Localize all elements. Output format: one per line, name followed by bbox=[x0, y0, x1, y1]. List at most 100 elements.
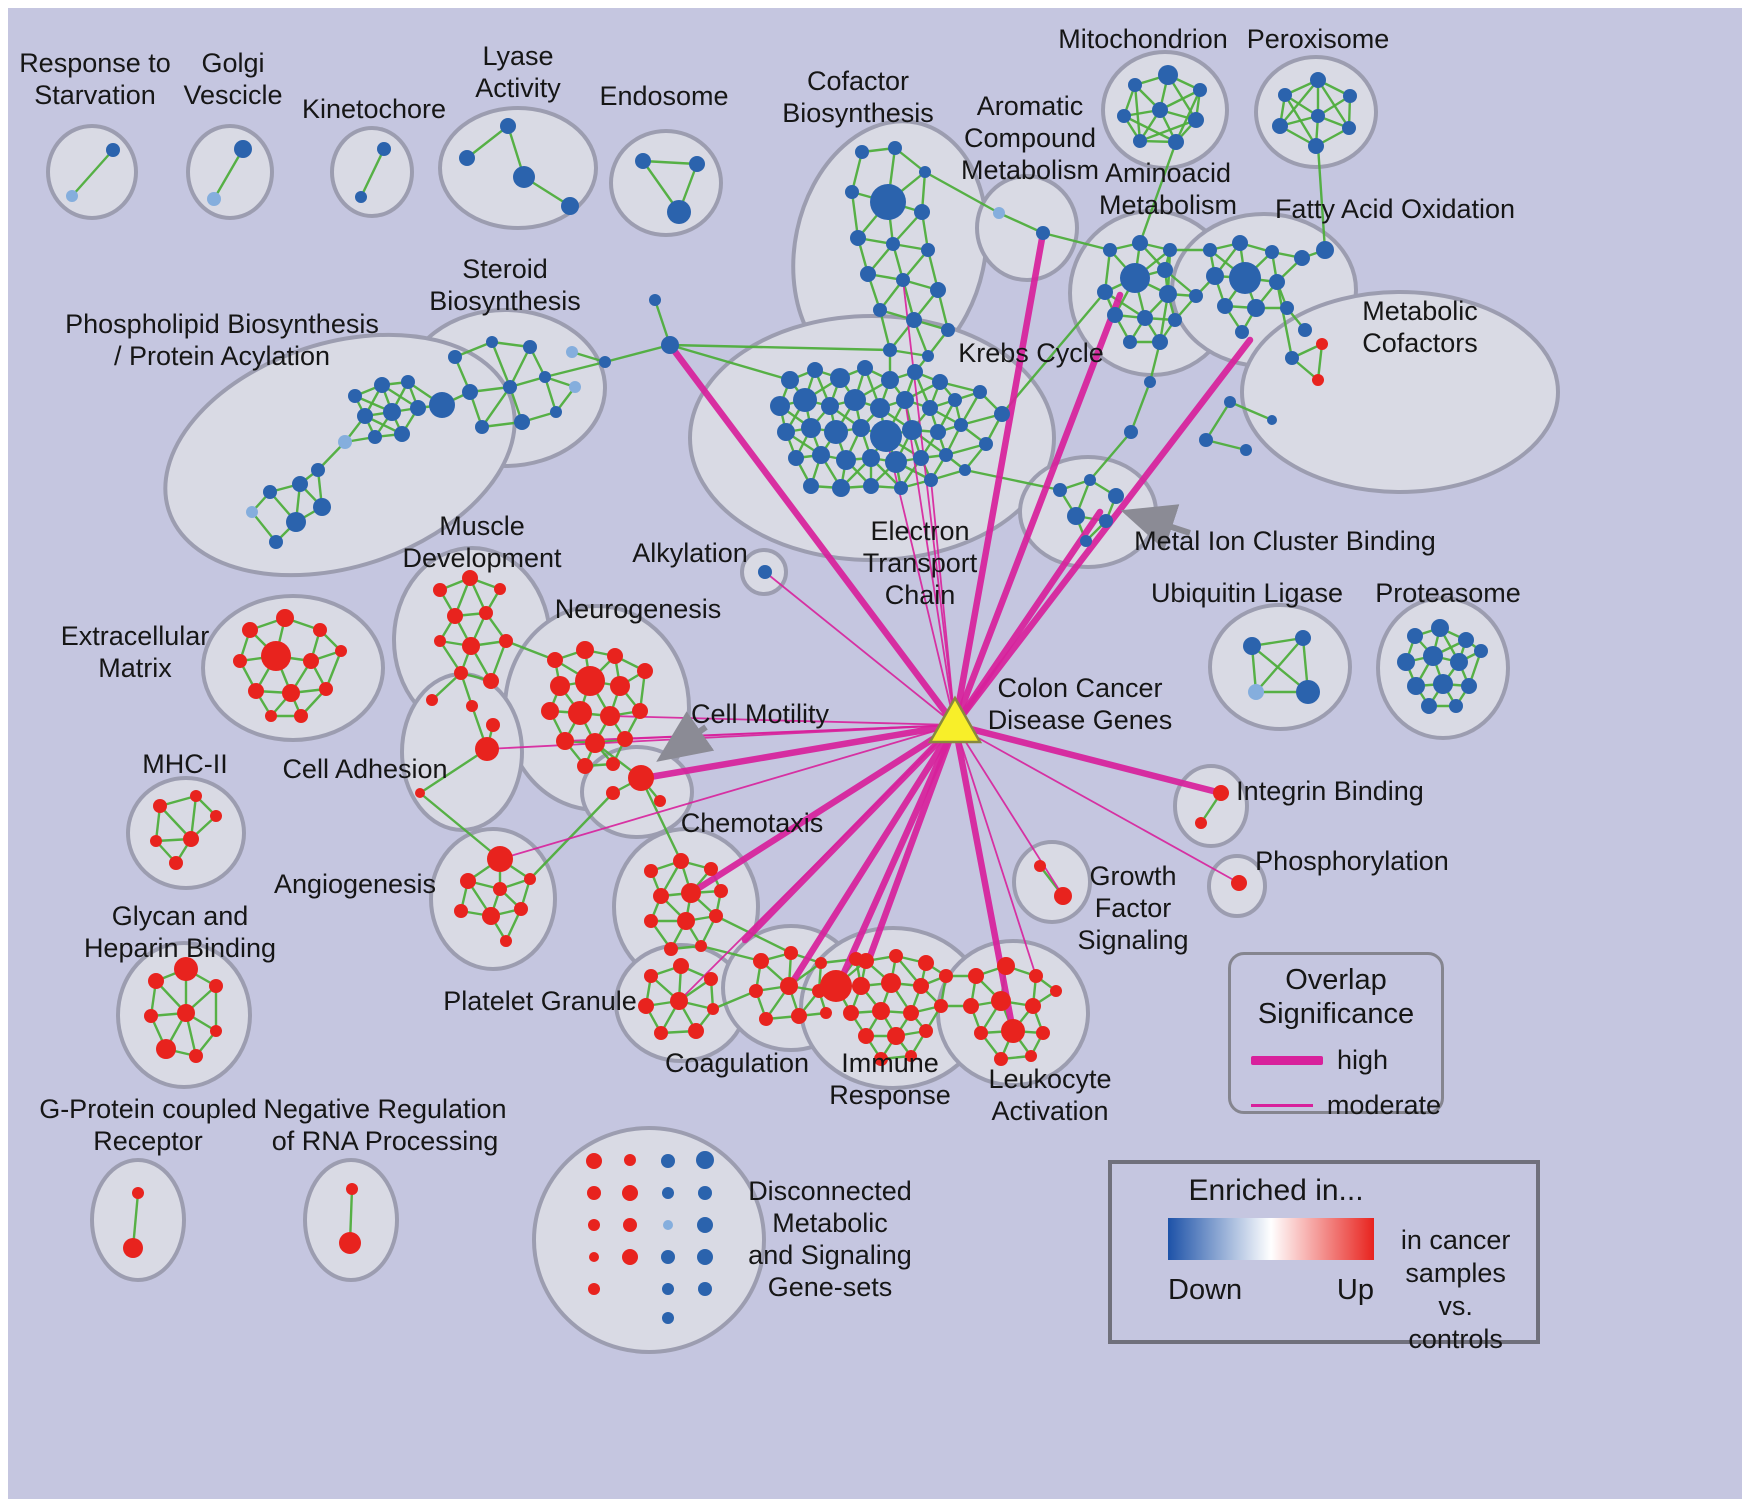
gene-set-node bbox=[924, 473, 938, 487]
edge bbox=[1174, 88, 1202, 144]
gene-set-node bbox=[1474, 644, 1488, 658]
gene-set-node bbox=[638, 998, 654, 1014]
label-proteasome: Proteasome bbox=[1375, 578, 1521, 608]
gene-set-node bbox=[1054, 887, 1072, 905]
gene-set-node bbox=[475, 737, 499, 761]
gene-set-node bbox=[1312, 374, 1324, 386]
gene-set-node bbox=[1308, 138, 1324, 154]
edge bbox=[418, 747, 489, 795]
gene-set-node bbox=[1269, 274, 1285, 290]
gene-set-node bbox=[661, 1250, 675, 1264]
cluster-bubble-disconnected-metabolic-and-signaling-gene-sets bbox=[532, 1126, 766, 1354]
gene-set-node bbox=[872, 1002, 890, 1020]
gene-set-node bbox=[889, 949, 903, 963]
gene-set-node bbox=[1243, 637, 1261, 655]
label-mhc-ii: MHC-II bbox=[142, 749, 227, 779]
enrichment-gradient-icon bbox=[1168, 1218, 1374, 1260]
gene-set-node bbox=[654, 1026, 668, 1040]
gene-set-node bbox=[1213, 785, 1229, 801]
gene-set-node bbox=[286, 512, 306, 532]
gene-set-node bbox=[777, 423, 795, 441]
gene-set-node bbox=[617, 731, 633, 747]
gene-set-node bbox=[1421, 698, 1437, 714]
gene-set-node bbox=[914, 204, 930, 220]
gene-set-node bbox=[644, 914, 658, 928]
gene-set-node bbox=[577, 758, 593, 774]
gene-set-node bbox=[973, 385, 987, 399]
gene-set-node bbox=[189, 1049, 203, 1063]
gene-set-node bbox=[852, 419, 870, 437]
overlap-moderate-row: moderate bbox=[1251, 1090, 1441, 1121]
gene-set-node bbox=[1099, 514, 1113, 528]
gene-set-node bbox=[66, 190, 78, 202]
gene-set-node bbox=[499, 634, 513, 648]
gene-set-node bbox=[863, 478, 879, 494]
gene-set-node bbox=[394, 426, 410, 442]
gene-set-node bbox=[788, 450, 804, 466]
overlap-edge-moderate bbox=[954, 724, 1037, 977]
gene-set-node bbox=[1108, 488, 1124, 504]
high-label: high bbox=[1337, 1045, 1389, 1075]
gene-set-node bbox=[974, 1026, 988, 1040]
enriched-context-text: in cancer samples vs. controls bbox=[1389, 1224, 1522, 1356]
gene-set-node bbox=[514, 902, 528, 916]
gene-set-node bbox=[539, 371, 551, 383]
edge bbox=[997, 211, 1045, 235]
edge bbox=[508, 345, 532, 389]
gene-set-node bbox=[881, 973, 901, 993]
overlap-edge-high bbox=[666, 341, 959, 729]
gene-set-node bbox=[426, 694, 438, 706]
gene-set-node bbox=[637, 663, 653, 679]
gene-set-node bbox=[587, 1186, 601, 1200]
overlap-edge-high bbox=[951, 336, 1254, 729]
gene-set-node bbox=[654, 795, 666, 807]
gene-set-node bbox=[493, 882, 507, 896]
gene-set-node bbox=[547, 652, 563, 668]
gene-set-node bbox=[282, 684, 300, 702]
gene-set-node bbox=[1036, 226, 1050, 240]
gene-set-node bbox=[704, 972, 718, 986]
gene-set-node bbox=[759, 1012, 773, 1026]
gene-set-node bbox=[919, 166, 931, 178]
gene-set-node bbox=[1144, 376, 1156, 388]
gene-set-node bbox=[276, 609, 294, 627]
gene-set-node bbox=[1029, 969, 1043, 983]
gene-set-node bbox=[698, 1186, 712, 1200]
gene-set-node bbox=[1158, 65, 1178, 85]
gene-set-node bbox=[623, 1218, 637, 1232]
context-line1: in cancer bbox=[1400, 1225, 1511, 1255]
gene-set-node bbox=[466, 700, 478, 712]
gene-set-node bbox=[1189, 289, 1203, 303]
overlap-high-row: high bbox=[1251, 1045, 1441, 1076]
gene-set-node bbox=[1168, 134, 1184, 150]
gene-set-node bbox=[513, 166, 535, 188]
overlap-edge-high bbox=[864, 721, 959, 966]
gene-set-node bbox=[566, 346, 578, 358]
gene-set-node bbox=[886, 237, 900, 251]
gene-set-node bbox=[500, 935, 512, 947]
gene-set-node bbox=[662, 1283, 674, 1295]
inter-cluster-edge bbox=[639, 776, 683, 863]
edge bbox=[1316, 342, 1324, 382]
gene-set-node bbox=[210, 1025, 222, 1037]
gene-set-node bbox=[1310, 72, 1326, 88]
gene-set-node bbox=[1053, 483, 1067, 497]
gene-set-node bbox=[697, 1217, 713, 1233]
gene-set-node bbox=[1199, 433, 1213, 447]
gene-set-node bbox=[644, 969, 658, 983]
pointer-arrow-icon bbox=[1120, 504, 1191, 550]
gene-set-node bbox=[599, 356, 611, 368]
gene-set-node bbox=[903, 1005, 919, 1021]
label-krebs-cycle: Krebs Cycle bbox=[958, 338, 1104, 368]
gene-set-node bbox=[803, 478, 819, 494]
overlap-edge-moderate bbox=[678, 724, 956, 1002]
gene-set-node bbox=[1296, 680, 1320, 704]
gene-set-node bbox=[662, 1187, 674, 1199]
gene-set-node bbox=[758, 565, 772, 579]
gene-set-node bbox=[487, 846, 513, 872]
gene-set-node bbox=[415, 788, 425, 798]
cluster-bubble-cell-motility bbox=[580, 745, 694, 839]
